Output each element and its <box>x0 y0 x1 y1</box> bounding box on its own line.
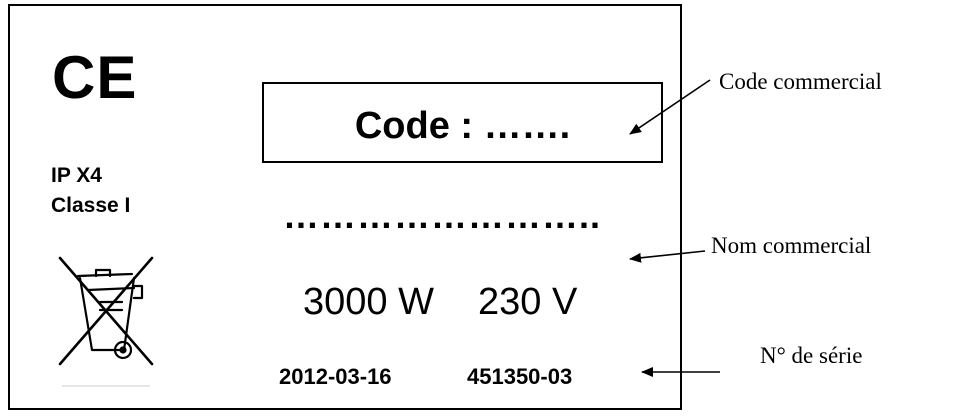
ce-mark: CE <box>52 44 138 111</box>
power-rating: 3000 W <box>303 281 434 323</box>
arrow-nom-commercial <box>629 250 706 263</box>
commercial-name-placeholder: …………………….. <box>283 195 602 236</box>
crossed-out-wheelie-bin-icon <box>58 256 154 366</box>
serial-number: 451350-03 <box>467 364 573 389</box>
label-numero-serie: N° de série <box>760 343 863 368</box>
manufacture-date: 2012-03-16 <box>279 364 392 389</box>
label-nom-commercial: Nom commercial <box>711 233 872 258</box>
code-box: Code : ……. <box>262 82 663 163</box>
voltage-rating: 230 V <box>478 281 578 323</box>
ip-rating: IP X4 <box>51 164 102 187</box>
arrow-code-commercial <box>629 79 711 135</box>
code-text: Code : ……. <box>354 104 571 147</box>
label-code-commercial: Code commercial <box>719 69 882 94</box>
rating-plate <box>8 4 682 410</box>
protection-class: Classe I <box>51 194 131 217</box>
